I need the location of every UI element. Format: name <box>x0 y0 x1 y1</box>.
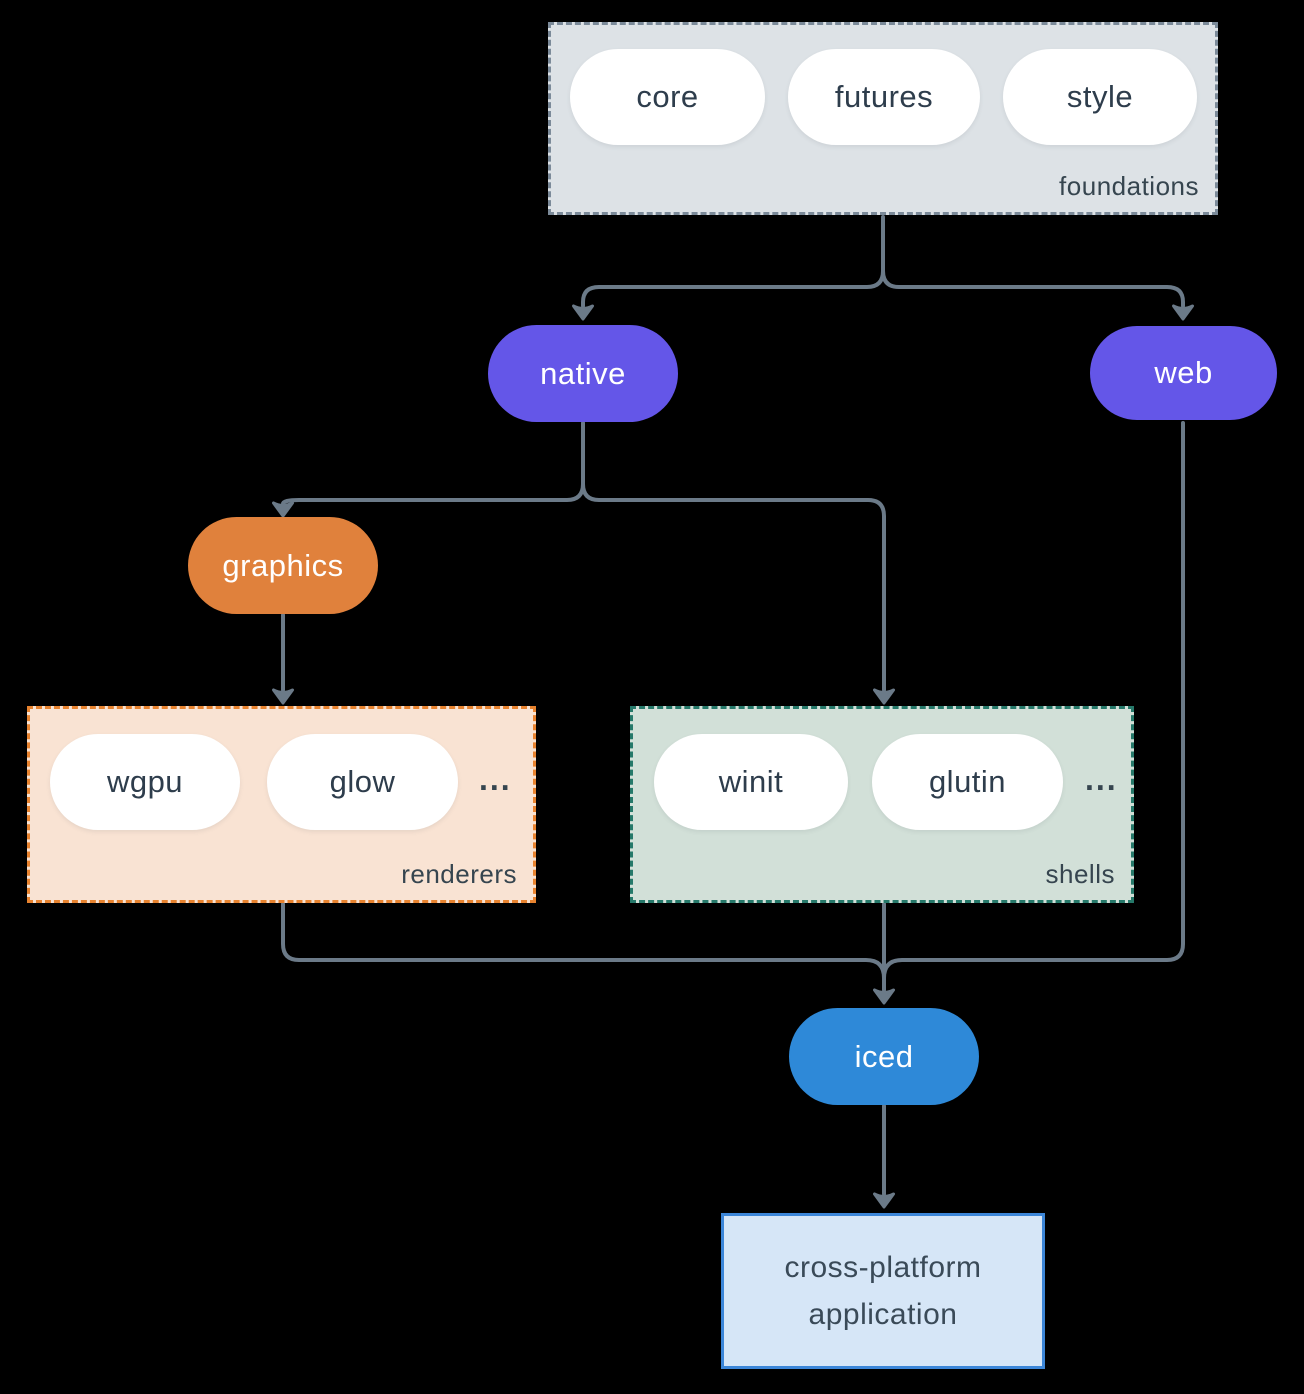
group-renderers: wgpu glow ... renderers <box>27 706 536 903</box>
pill-glutin-label: glutin <box>928 764 1007 799</box>
node-web: web <box>1090 326 1277 420</box>
pill-winit-label: winit <box>718 764 784 799</box>
renderers-ellipsis: ... <box>479 761 512 797</box>
pill-core: core <box>570 49 765 145</box>
node-web-label: web <box>1154 355 1213 390</box>
node-application: cross-platform application <box>721 1213 1045 1369</box>
pill-wgpu-label: wgpu <box>106 764 184 799</box>
group-foundations: core futures style foundations <box>548 22 1218 215</box>
edge-native-graphics <box>281 421 585 506</box>
arrowhead-web <box>1172 304 1194 321</box>
shells-ellipsis: ... <box>1085 761 1118 797</box>
pill-glow: glow <box>267 734 458 830</box>
node-iced: iced <box>789 1008 979 1105</box>
node-application-label: cross-platform application <box>784 1251 982 1331</box>
group-shells-label: shells <box>1045 859 1115 889</box>
node-graphics: graphics <box>188 517 378 614</box>
edge-renderers-iced <box>281 902 886 980</box>
edge-foundations-native <box>581 215 885 308</box>
pill-winit: winit <box>654 734 848 830</box>
node-graphics-label: graphics <box>222 547 344 583</box>
pill-style-label: style <box>1066 79 1134 114</box>
edge-foundations-web <box>881 269 1185 308</box>
group-foundations-label: foundations <box>1059 171 1199 201</box>
arrowhead-graphics <box>272 501 294 518</box>
group-shells: winit glutin ... shells <box>630 706 1134 903</box>
pill-glow-label: glow <box>329 764 396 799</box>
arrowhead-iced <box>873 988 895 1005</box>
arrowhead-application <box>873 1192 895 1209</box>
pill-futures-label: futures <box>834 79 934 114</box>
arrowhead-native <box>572 304 594 321</box>
node-native-label: native <box>540 355 626 391</box>
arrowhead-renderers <box>272 688 294 705</box>
edge-native-shells <box>581 482 886 692</box>
node-iced-label: iced <box>854 1038 914 1074</box>
pill-glutin: glutin <box>872 734 1063 830</box>
node-native: native <box>488 325 678 422</box>
pill-style: style <box>1003 49 1197 145</box>
pill-wgpu: wgpu <box>50 734 240 830</box>
group-renderers-label: renderers <box>401 859 517 889</box>
arrowhead-shells <box>873 688 895 705</box>
pill-futures: futures <box>788 49 980 145</box>
pill-core-label: core <box>636 79 699 114</box>
